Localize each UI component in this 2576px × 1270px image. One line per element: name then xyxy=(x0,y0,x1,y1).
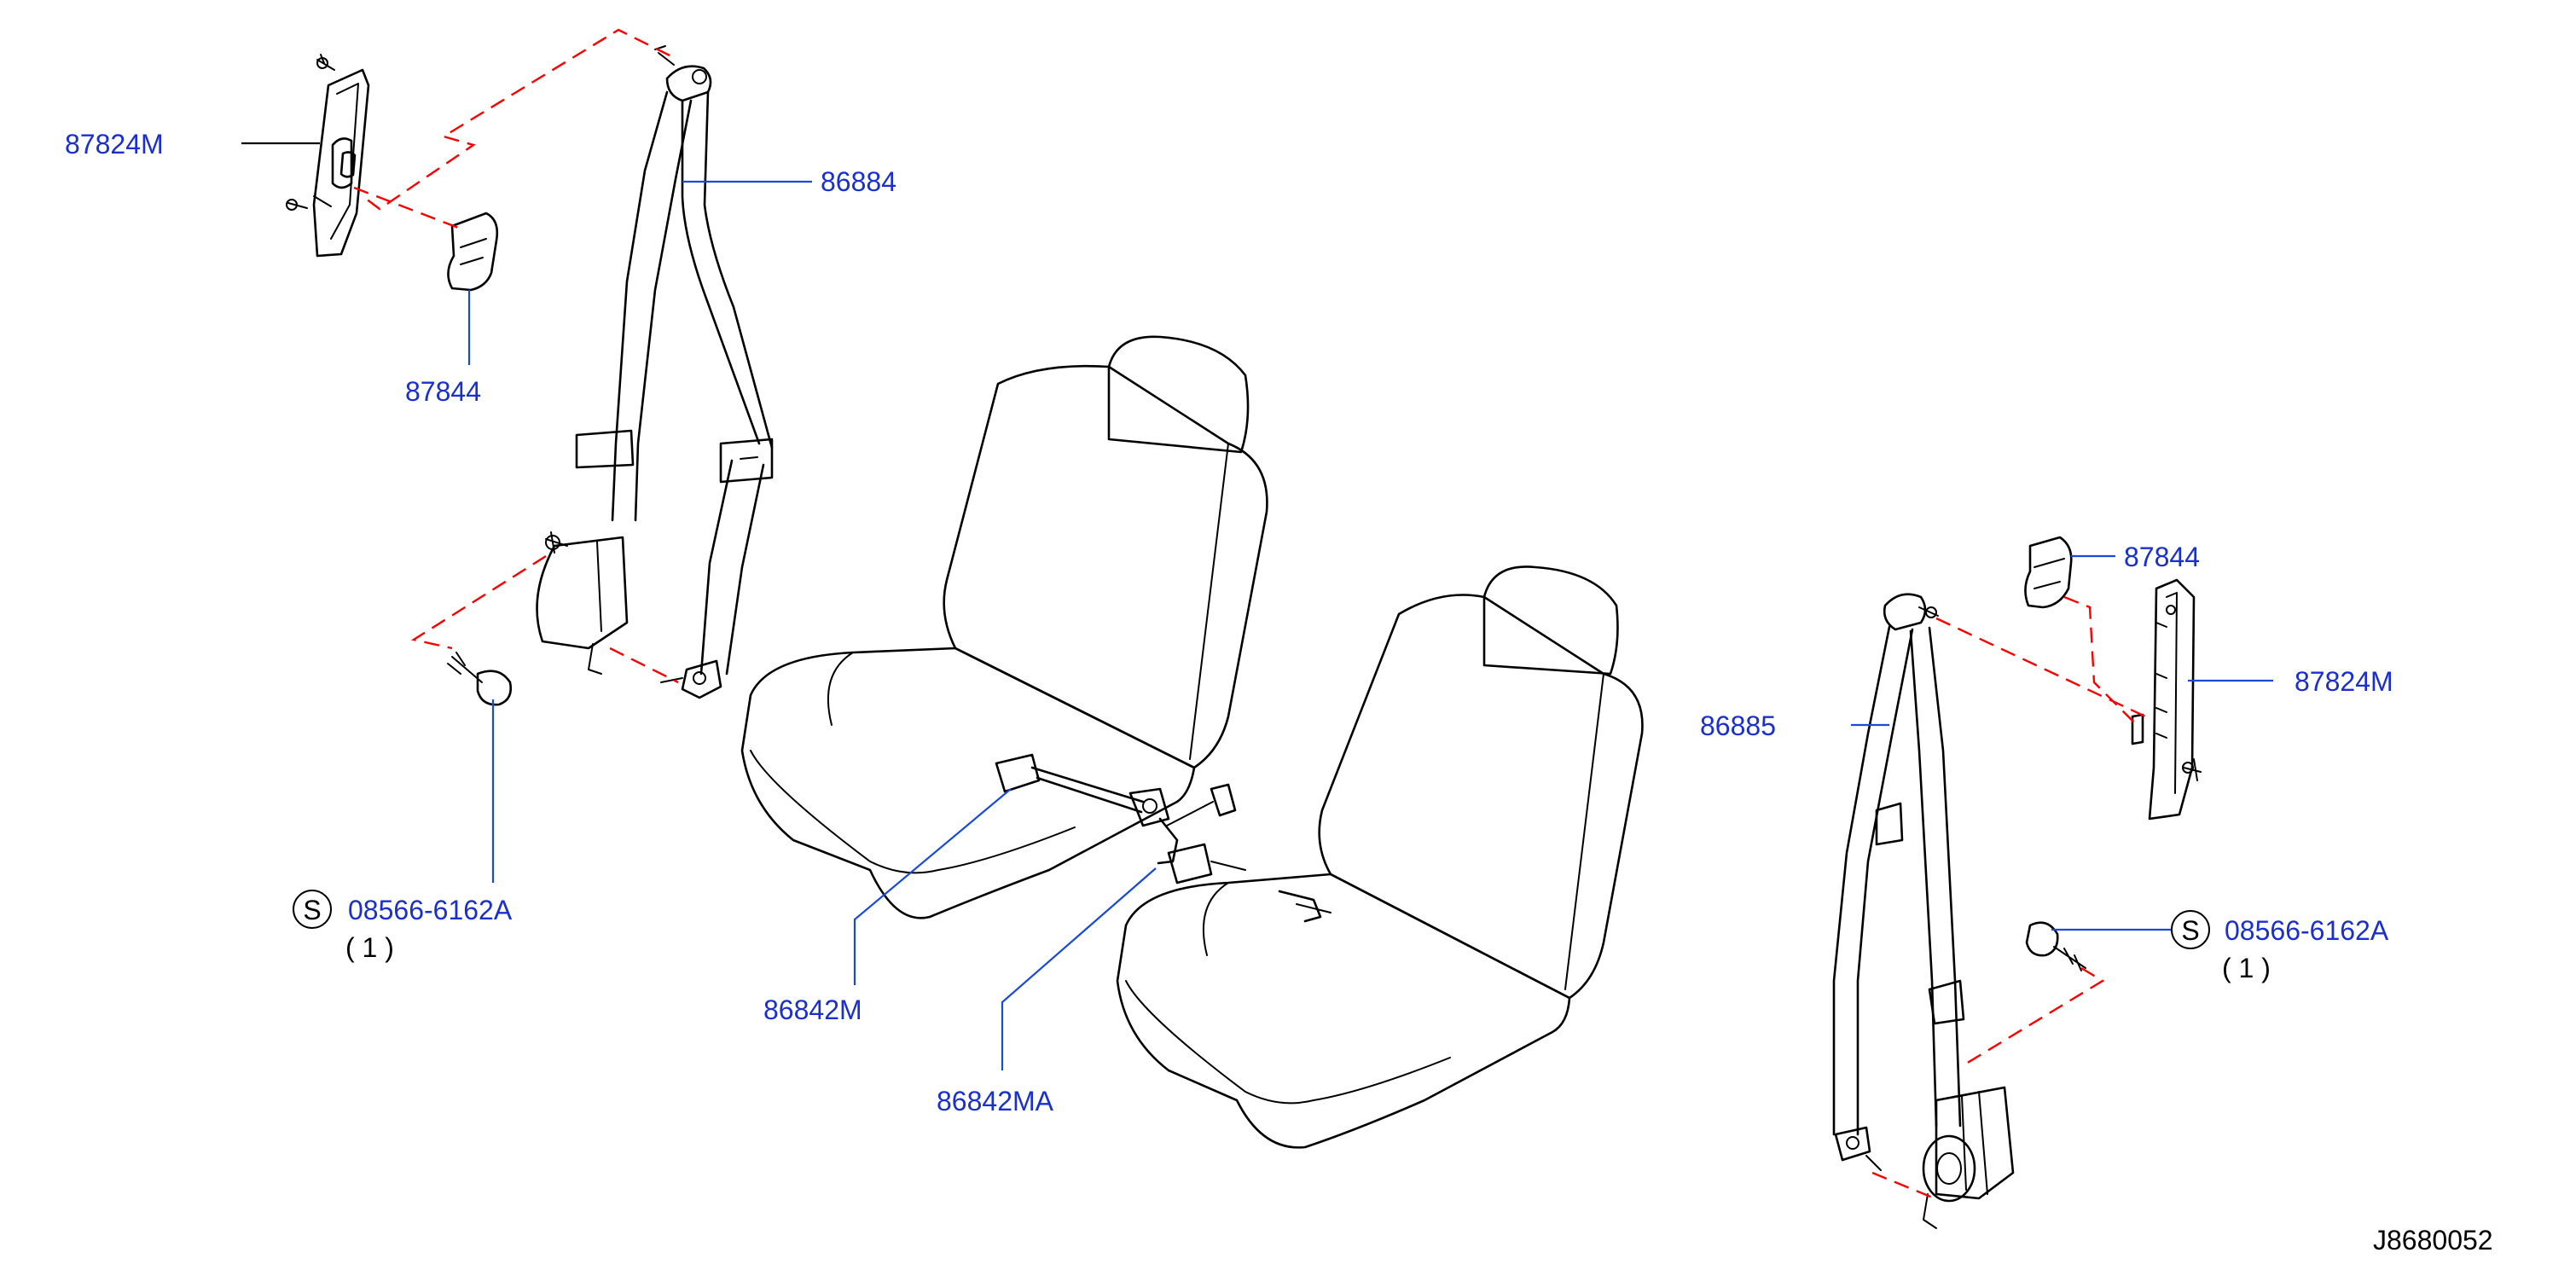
connection-lines xyxy=(353,28,2146,1200)
label-86885: 86885 xyxy=(1700,710,1776,741)
label-87824m-left: 87824M xyxy=(65,129,164,159)
label-87844-right: 87844 xyxy=(2124,542,2200,572)
diagram-code: J8680052 xyxy=(2373,1225,2493,1256)
s-mark-left xyxy=(293,890,332,929)
bolt-right xyxy=(2025,921,2086,971)
seat-belt-assembly-left xyxy=(536,45,774,699)
label-08566-right: 08566-6162A xyxy=(2225,915,2389,946)
part-labels: 87824M 86884 87844 S 08566-6162A ( 1 ) 8… xyxy=(65,129,2493,1256)
height-adjuster-left xyxy=(286,54,370,258)
label-86884: 86884 xyxy=(821,166,896,197)
label-86842ma: 86842MA xyxy=(937,1086,1054,1116)
qty-left: ( 1 ) xyxy=(345,932,394,963)
qty-right: ( 1 ) xyxy=(2222,953,2271,983)
belt-guide-right xyxy=(2024,536,2073,609)
s-mark-right xyxy=(2171,910,2210,949)
label-87824m-right: 87824M xyxy=(2295,666,2393,697)
leader-lines xyxy=(241,142,2273,1070)
height-adjuster-right xyxy=(2131,578,2202,821)
belt-guide-left xyxy=(447,212,499,292)
bolt-left xyxy=(447,652,512,706)
label-86842m: 86842M xyxy=(763,995,862,1025)
buckle-assembly xyxy=(995,753,1332,923)
label-08566-left: 08566-6162A xyxy=(348,895,513,925)
front-seat-left xyxy=(740,335,1268,919)
s-mark-right-text: S xyxy=(2181,915,2199,946)
s-mark-left-text: S xyxy=(303,895,321,925)
front-seat-right xyxy=(1116,565,1644,1149)
seat-belt-assembly-right xyxy=(1832,593,2015,1229)
label-87844-left: 87844 xyxy=(405,376,481,407)
